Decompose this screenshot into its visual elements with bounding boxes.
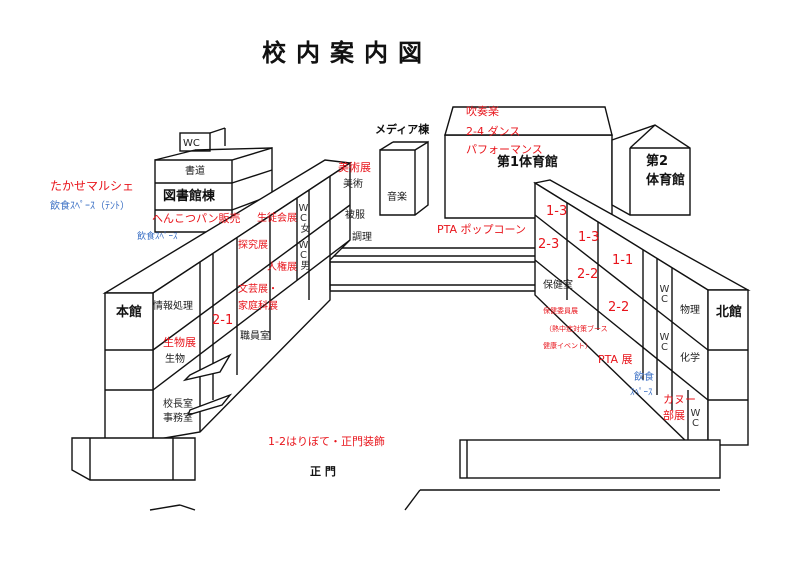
- room-office: 事務室: [163, 413, 193, 424]
- event-art: 美術展: [338, 161, 371, 174]
- media-building: [379, 140, 429, 216]
- food-space-left: 飲食ｽﾍﾟｰｽ: [137, 232, 178, 242]
- class-2-3: 2-3: [538, 237, 560, 252]
- north-wc-1: WC: [659, 284, 670, 304]
- room-physics: 物理: [680, 305, 700, 316]
- gym2-name-2: 体育館: [646, 173, 686, 188]
- event-inquiry: 探究展: [238, 240, 268, 251]
- event-bread: へんこつパン販売: [152, 212, 241, 225]
- room-cooking: 調理: [352, 232, 372, 243]
- class-2-2b: 2-2: [608, 300, 630, 315]
- event-canoe-1: カヌー: [663, 393, 696, 406]
- gym2-building: [611, 124, 691, 216]
- event-pta-popcorn: PTA ポップコーン: [437, 223, 526, 236]
- event-home-ec: 家庭科展: [238, 301, 278, 312]
- class-1-3b: 1-3: [578, 230, 600, 245]
- north-wc-2: WC: [659, 332, 670, 352]
- room-principal: 校長室: [163, 399, 193, 410]
- event-health-3: 健康イベント）: [543, 342, 592, 350]
- event-dance: 2-4 ダンス: [466, 125, 521, 138]
- wc-female: WC女: [298, 203, 309, 232]
- event-student-council: 生徒会展: [257, 213, 297, 224]
- main-gate-label: 正 門: [310, 465, 336, 478]
- food-tent: 飲食ｽﾍﾟｰｽ（ﾃﾝﾄ）: [50, 201, 130, 212]
- food-space-right-2: ｽﾍﾟｰｽ: [630, 388, 653, 398]
- wc-male: WC男: [298, 240, 309, 269]
- event-brass: 吹奏楽: [466, 105, 499, 118]
- event-health-1: 保健委員展: [543, 307, 578, 315]
- room-biology: 生物: [165, 354, 185, 365]
- room-info: 情報処理: [153, 301, 193, 312]
- room-staff: 職員室: [240, 331, 270, 342]
- class-1-3a: 1-3: [546, 204, 568, 219]
- class-2-2a: 2-2: [577, 267, 599, 282]
- main-name: 本館: [116, 305, 143, 320]
- room-nurse: 保健室: [543, 280, 573, 291]
- event-gate-deco: 1-2はりぼて・正門装飾: [268, 435, 385, 448]
- event-performance: パフォーマンス: [466, 143, 543, 156]
- library-wc-label: WC: [183, 138, 200, 149]
- room-chemistry: 化学: [680, 353, 700, 364]
- room-calligraphy: 書道: [185, 166, 205, 177]
- event-canoe-2: 部展: [663, 409, 685, 422]
- corridor: [325, 247, 540, 292]
- event-marche: たかせマルシェ: [50, 179, 135, 193]
- library-name: 図書館棟: [163, 189, 216, 204]
- main-building: [102, 159, 352, 441]
- room-sewing: 被服: [345, 210, 365, 221]
- event-pta-exhibit: PTA 展: [598, 353, 633, 366]
- gym2-name-1: 第2: [646, 154, 669, 169]
- class-2-1: 2-1: [212, 313, 234, 328]
- event-health-2: （熱中症対策ブース: [545, 325, 608, 333]
- map-title: 校内案内図: [262, 39, 432, 67]
- north-building: [533, 179, 751, 446]
- gym1-name: 第1体育館: [497, 155, 559, 170]
- gate-walls: [71, 437, 721, 511]
- event-literature: 文芸展・: [238, 284, 278, 295]
- room-music: 音楽: [387, 192, 407, 203]
- north-wc-3: WC: [690, 408, 701, 428]
- north-name: 北館: [716, 305, 743, 320]
- event-biology: 生物展: [163, 336, 196, 349]
- food-space-right-1: 飲食: [634, 372, 654, 383]
- media-name: メディア棟: [375, 123, 430, 136]
- class-1-1: 1-1: [612, 253, 634, 268]
- event-human-rights: 人権展: [267, 262, 297, 273]
- room-art: 美術: [343, 179, 363, 190]
